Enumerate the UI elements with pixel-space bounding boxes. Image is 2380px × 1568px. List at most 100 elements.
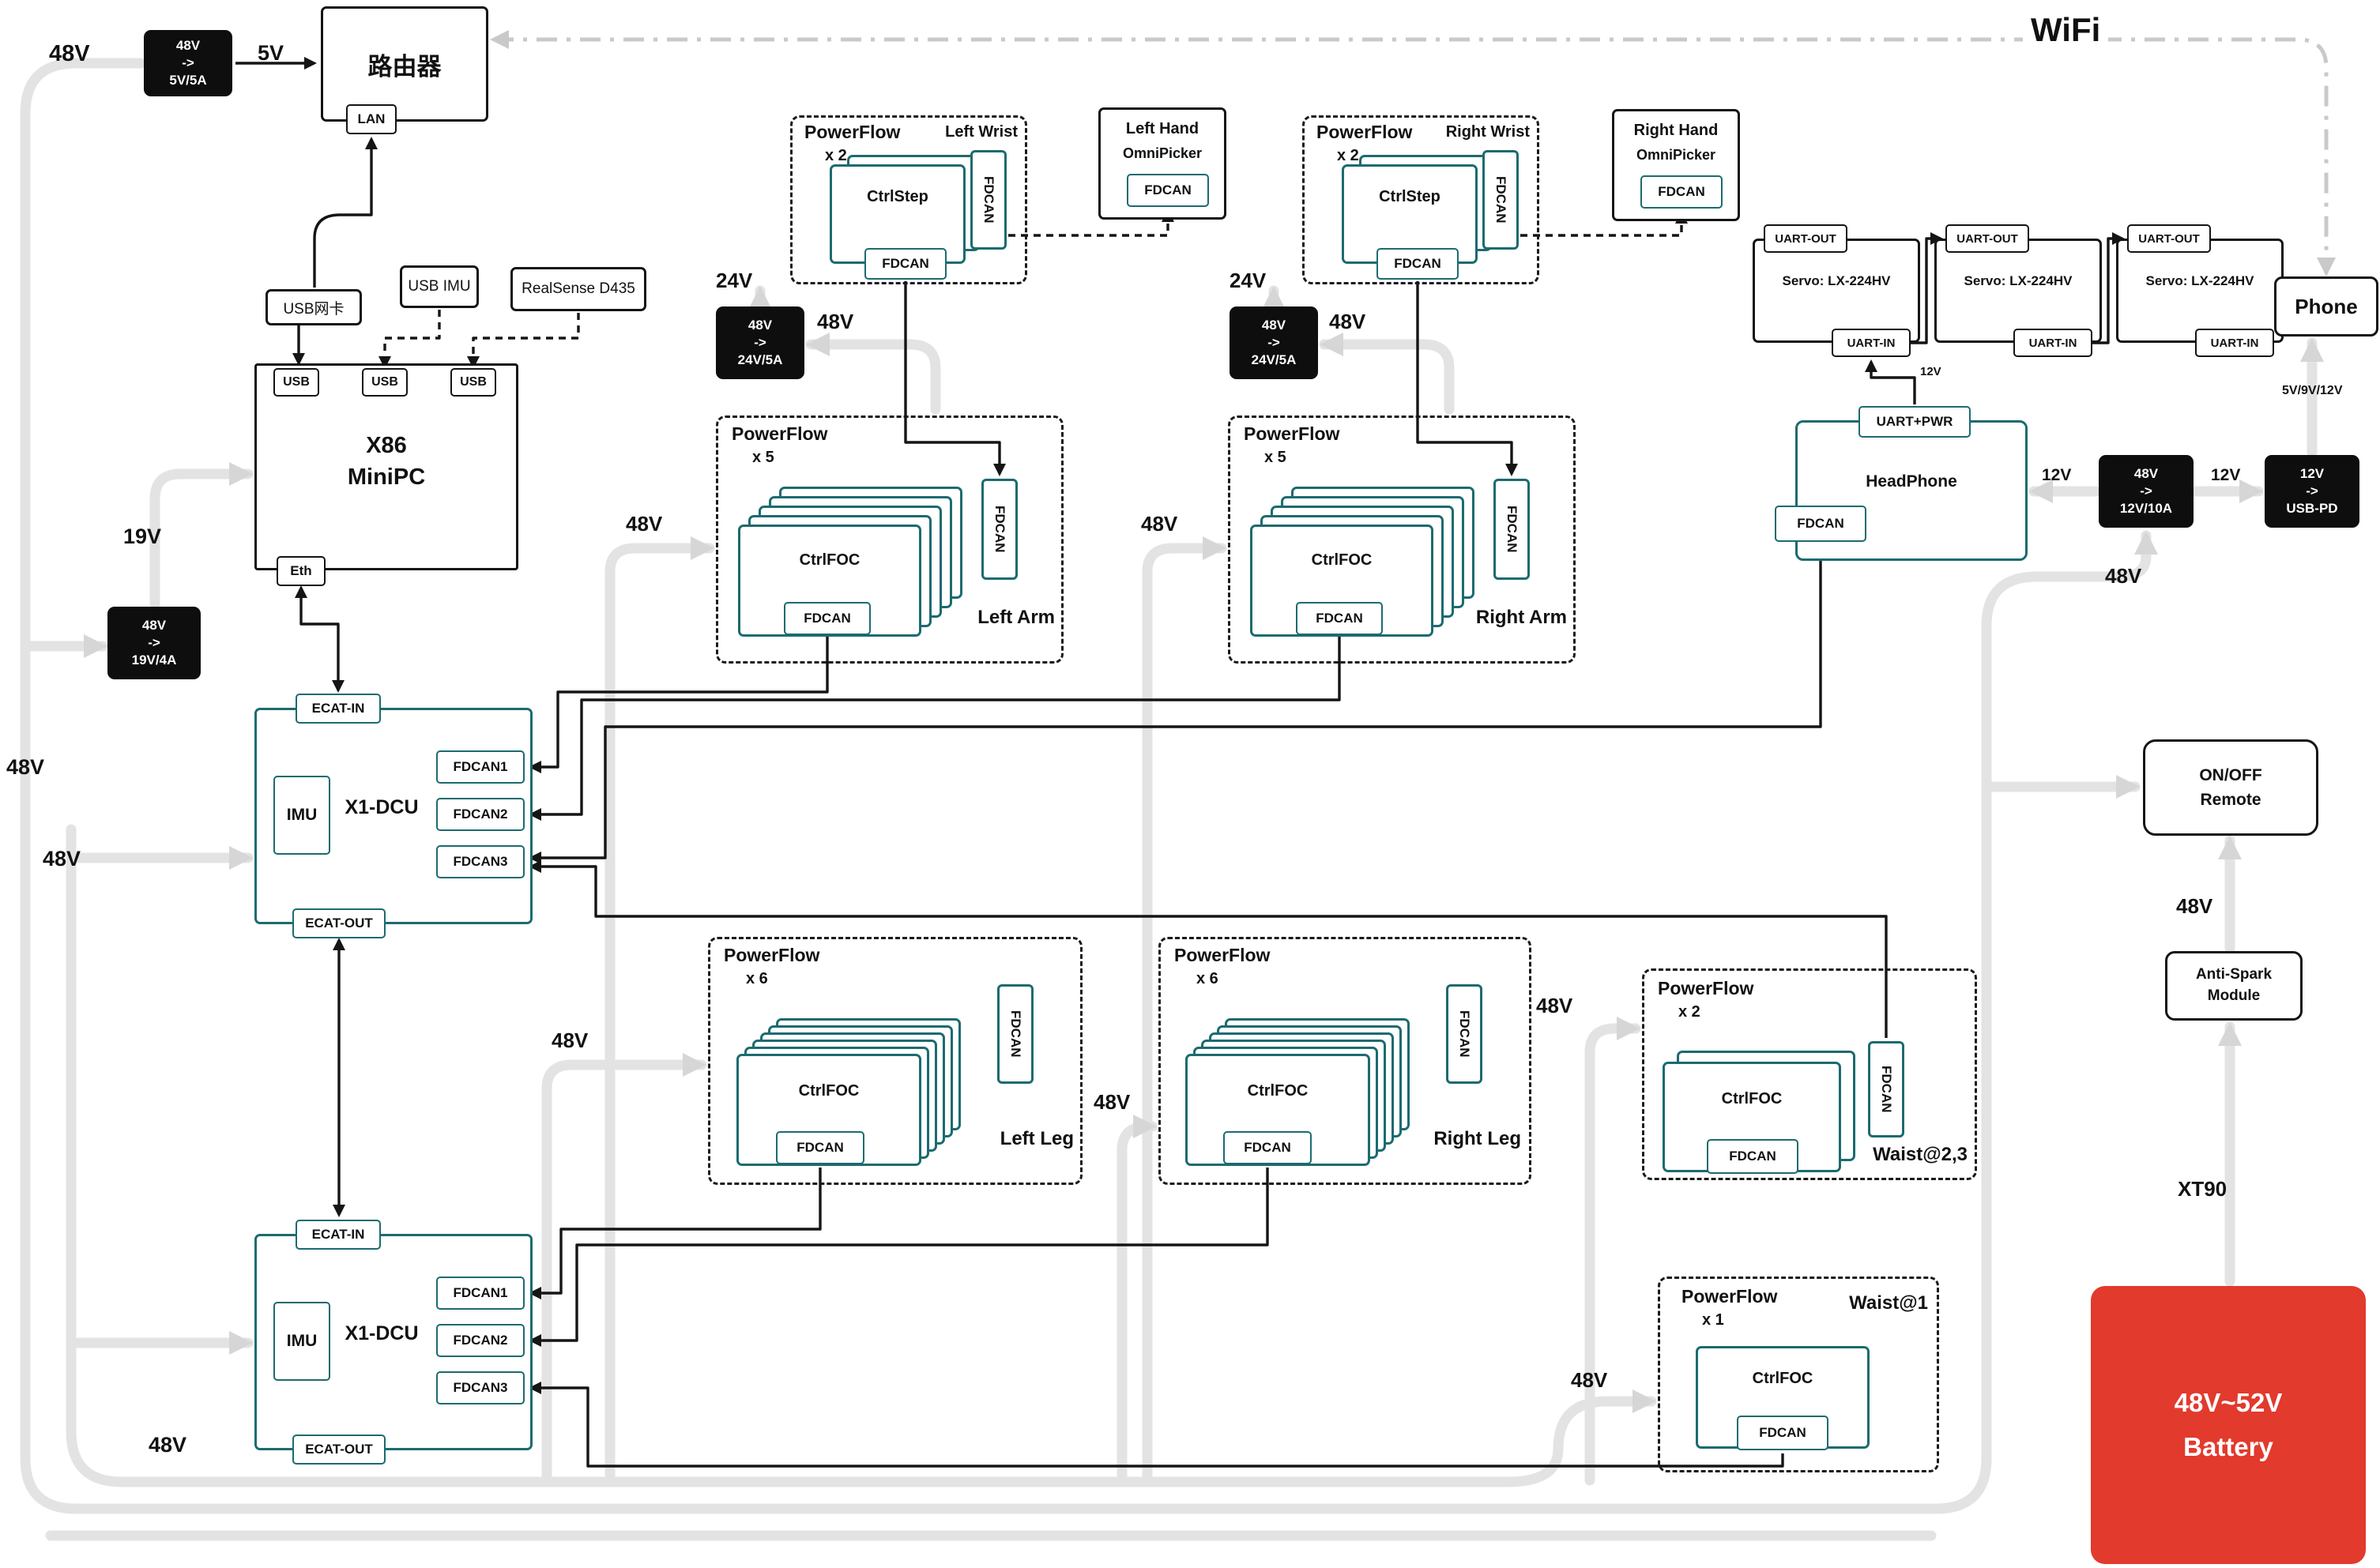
right-wrist-fdcan-port: FDCAN	[1376, 248, 1459, 280]
wire-leftwrist-to-hand	[1008, 209, 1174, 237]
servo-block-2	[1934, 239, 2102, 343]
converter-48v-5v-out: 5V/5A	[169, 73, 207, 88]
wire-left-leg-feed	[541, 1053, 707, 1486]
dcu1-fdcan3-port: FDCAN3	[436, 845, 525, 878]
powerflow-waist1-group	[1658, 1277, 1939, 1472]
wire-wifi-router-phone	[490, 30, 2336, 276]
wire-realsense-to-usb3	[467, 313, 580, 369]
anti-spark-box: Anti-Spark Module	[2165, 951, 2303, 1021]
label-xt90: XT90	[2178, 1177, 2227, 1201]
left-wrist-name: Left Wrist	[945, 123, 1018, 141]
right-leg-count: x 6	[1196, 970, 1218, 987]
right-arm-fdcan-tab: FDCAN	[1493, 479, 1530, 580]
powerflow-right-leg-group	[1158, 937, 1531, 1185]
converter-48v-12v: 48V -> 12V/10A	[2099, 455, 2194, 528]
wire-headphone-to-fdcan3	[529, 545, 1822, 864]
headphone-fdcan-port: FDCAN	[1775, 506, 1866, 542]
right-wrist-count: x 2	[1337, 147, 1359, 164]
dcu2-fdcan3-port: FDCAN3	[436, 1371, 525, 1404]
label-24v-right: 24V	[1230, 269, 1267, 292]
dcu1-imu-box: IMU	[273, 776, 330, 855]
label-12v-usbpd: 12V	[2211, 466, 2241, 484]
servo-block-3	[2116, 239, 2284, 343]
right-arm-name: Right Arm	[1475, 607, 1567, 628]
wire-conv24-right-in	[1319, 333, 1455, 415]
label-48v-right-leg: 48V	[1094, 1090, 1131, 1114]
right-leg-fdcan-port: FDCAN	[1223, 1131, 1312, 1164]
wire-main-48v-bus	[20, 58, 2158, 1514]
wire-servo1-to-servo2	[1911, 232, 1943, 344]
label-48v-waist1: 48V	[1571, 1368, 1608, 1392]
wire-leftleg-to-fdcan1	[529, 1168, 822, 1299]
servo1-uart-in-port: UART-IN	[1832, 329, 1911, 357]
wire-usbimu-to-usb2	[378, 310, 441, 369]
battery-line1: 48V~52V	[2174, 1387, 2283, 1417]
battery-line2: Battery	[2183, 1432, 2273, 1461]
right-leg-name: Right Leg	[1433, 1128, 1521, 1149]
converter-12v-usbpd-in: 12V	[2299, 465, 2325, 481]
x86-usb-port-2: USB	[362, 368, 408, 397]
antispark-line2: Module	[2207, 987, 2261, 1004]
waist1-count: x 1	[1702, 1311, 1724, 1329]
wire-headphone-to-servo1	[1865, 359, 1916, 404]
left-arm-count: x 5	[752, 449, 774, 466]
servo-block-1	[1753, 239, 1920, 343]
router-lan-port: LAN	[346, 104, 397, 134]
x86-usb-port-1: USB	[273, 368, 319, 397]
right-leg-ctrlfoc: CtrlFOC	[1247, 1082, 1309, 1100]
right-hand-fdcan-port: FDCAN	[1640, 175, 1723, 209]
left-hand-title: Left Hand	[1125, 120, 1199, 137]
wire-rightleg-to-fdcan2	[529, 1168, 1269, 1347]
usb-imu-box: USB IMU	[400, 265, 479, 308]
phone-label: Phone	[2295, 294, 2358, 318]
waist1-ctrlfoc: CtrlFOC	[1752, 1370, 1813, 1387]
left-wrist-powerflow-title: PowerFlow	[804, 122, 901, 142]
converter-48v-5v: 48V -> 5V/5A	[144, 30, 232, 96]
right-hand-subtitle: OmniPicker	[1636, 147, 1716, 163]
right-arm-count: x 5	[1264, 449, 1286, 466]
left-arm-name: Left Arm	[977, 607, 1055, 628]
label-12v-servo: 12V	[1920, 365, 1941, 378]
router-box: 路由器	[321, 6, 488, 122]
wire-rightwrist-chain	[1416, 281, 1518, 476]
powerflow-waist23-group	[1642, 968, 1977, 1180]
label-phone-rail: 5V/9V/12V	[2282, 384, 2343, 397]
waist23-ctrlfoc: CtrlFOC	[1721, 1090, 1783, 1107]
converter-24v-left-arrow: ->	[754, 334, 766, 350]
converter-48v-19v-in: 48V	[141, 617, 167, 633]
right-wrist-ctrlstep: CtrlStep	[1379, 188, 1440, 205]
left-arm-ctrlfoc: CtrlFOC	[799, 551, 860, 569]
left-wrist-fdcan-port: FDCAN	[864, 248, 947, 280]
left-hand-subtitle: OmniPicker	[1122, 145, 1203, 161]
servo3-name: Servo: LX-224HV	[2145, 273, 2254, 288]
right-hand-title: Right Hand	[1633, 122, 1719, 139]
converter-24v-left-out: 24V/5A	[737, 352, 783, 368]
wire-second-48v-bus	[66, 824, 1657, 1487]
left-arm-fdcan-tab: FDCAN	[981, 479, 1018, 580]
waist1-fdcan-port: FDCAN	[1737, 1416, 1828, 1450]
waist23-count: x 2	[1678, 1003, 1700, 1021]
converter-48v-12v-out: 12V/10A	[2119, 501, 2173, 517]
wire-usbnet-to-lan	[313, 137, 378, 288]
label-wifi: WiFi	[2023, 11, 2109, 49]
wire-conv24-left-in	[805, 333, 941, 415]
wire-rightarm-to-fdcan2	[529, 637, 1341, 821]
dcu1-fdcan2-port: FDCAN2	[436, 798, 525, 831]
converter-24v-right-in: 48V	[1261, 317, 1286, 333]
waist23-name: Waist@2,3	[1873, 1144, 1968, 1165]
left-wrist-count: x 2	[825, 147, 847, 164]
label-48v-conv24-right: 48V	[1329, 310, 1366, 333]
powerflow-left-arm-group	[716, 416, 1064, 664]
converter-48v-5v-in: 48V	[175, 37, 201, 53]
converter-48v-19v: 48V -> 19V/4A	[107, 607, 201, 679]
right-arm-powerflow-title: PowerFlow	[1244, 423, 1340, 444]
onoff-remote-box: ON/OFF Remote	[2143, 739, 2318, 836]
x86-usb-port-3: USB	[450, 368, 496, 397]
wire-leftwrist-chain	[904, 281, 1006, 476]
converter-48v-5v-arrow: ->	[182, 55, 194, 70]
realsense-box: RealSense D435	[510, 267, 646, 311]
converter-24v-right-out: 24V/5A	[1251, 352, 1297, 368]
waist23-powerflow-title: PowerFlow	[1658, 978, 1754, 998]
